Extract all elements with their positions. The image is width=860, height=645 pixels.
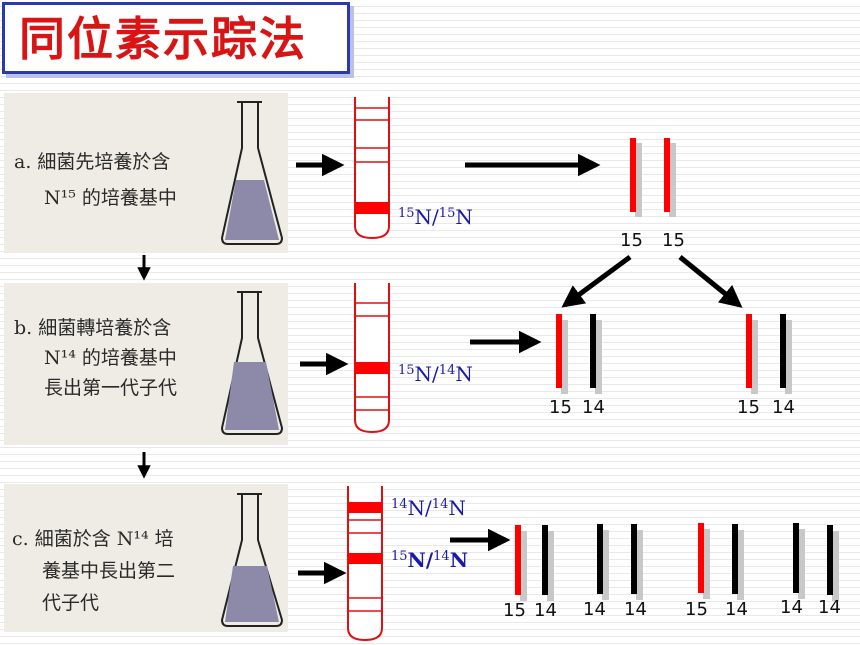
step-c-line2: 養基中長出第二 [42, 560, 176, 582]
title-box: 同位素示踪法 [2, 2, 350, 74]
strand-label: 15 [685, 599, 708, 620]
strand-label: 15 [737, 397, 760, 418]
band-label-c-top: 14N/14N [391, 496, 466, 520]
page-title: 同位素示踪法 [19, 12, 307, 66]
dna-band-heavy [355, 202, 389, 214]
band-label-a: 15N/15N [398, 205, 473, 229]
dna-band-light [348, 502, 382, 513]
erlenmeyer-flask-icon [220, 291, 284, 435]
dna-band-hybrid [348, 553, 382, 564]
strand-label: 15 [503, 600, 526, 621]
strand-label: 14 [583, 599, 606, 620]
erlenmeyer-flask-icon [220, 101, 284, 245]
arrow-down-right-icon [678, 255, 743, 308]
dna-molecule-gen0 [630, 138, 676, 217]
step-b-line2: N¹⁴ 的培養基中 [44, 347, 177, 369]
step-b-line3: 長出第一代子代 [44, 377, 178, 399]
dna-band-hybrid [355, 362, 389, 374]
dna-molecule-gen1-right [746, 314, 792, 394]
strand-label: 14 [725, 599, 748, 620]
strand-label: 15 [549, 397, 572, 418]
step-a-line2: N¹⁵ 的培養基中 [44, 187, 177, 209]
step-c-line3: 代子代 [42, 592, 100, 614]
centrifuge-tube-icon [354, 283, 390, 434]
step-b-line1: b. 細菌轉培養於含 [14, 317, 172, 339]
centrifuge-tube-icon [354, 97, 390, 240]
step-a-line1: a. 細菌先培養於含 [14, 151, 171, 173]
centrifuge-tube-icon [347, 486, 383, 642]
erlenmeyer-flask-icon [220, 493, 284, 627]
dna-molecules-gen2 [515, 523, 839, 601]
strand-label: 14 [772, 397, 795, 418]
strand-label: 14 [780, 597, 803, 618]
band-label-b: 15N/14N [398, 362, 473, 386]
strand-label: 14 [582, 397, 605, 418]
step-c-line1: c. 細菌於含 N¹⁴ 培 [12, 528, 174, 550]
arrow-down-left-icon [561, 254, 632, 308]
strand-label: 14 [624, 599, 647, 620]
strand-label: 15 [662, 230, 685, 251]
dna-molecule-gen1-left [556, 314, 602, 394]
band-label-c-mid: 15N/14N [391, 548, 468, 572]
strand-label: 14 [818, 597, 841, 618]
strand-label: 15 [620, 230, 643, 251]
strand-label: 14 [534, 600, 557, 621]
